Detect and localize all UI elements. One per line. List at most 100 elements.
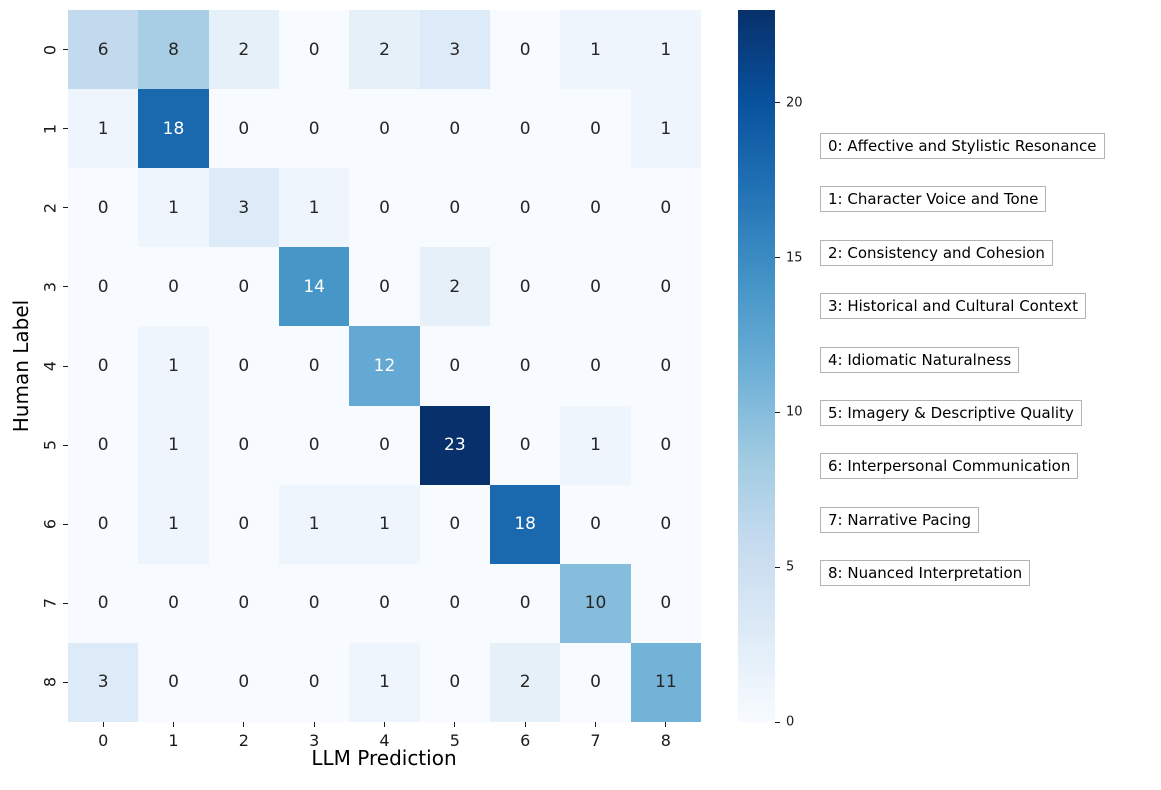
- heatmap-cell-r3c0: 0: [68, 247, 139, 327]
- heatmap-cell-r8c5: 0: [419, 642, 490, 722]
- heatmap-cell-r4c3: 0: [279, 326, 350, 406]
- heatmap-cell-r0c5: 3: [419, 10, 490, 90]
- x-tickmark: [173, 722, 174, 727]
- heatmap-cell-r5c8: 0: [630, 405, 701, 485]
- legend-item-1: 1: Character Voice and Tone: [820, 186, 1047, 213]
- heatmap-cell-r4c8: 0: [630, 326, 701, 406]
- heatmap-cell-r3c2: 0: [208, 247, 279, 327]
- heatmap-cell-r0c4: 2: [349, 10, 420, 90]
- heatmap-cell-r1c4: 0: [349, 89, 420, 169]
- heatmap-cell-r2c6: 0: [490, 168, 561, 248]
- legend-item-4: 4: Idiomatic Naturalness: [820, 346, 1020, 373]
- y-tickmark: [63, 49, 68, 51]
- colorbar-tickmark: [775, 411, 780, 413]
- heatmap-cell-r4c4: 12: [349, 326, 420, 406]
- heatmap-cell-r3c7: 0: [560, 247, 631, 327]
- heatmap-cell-r5c6: 0: [490, 405, 561, 485]
- heatmap-cell-r7c3: 0: [279, 563, 350, 643]
- heatmap-cell-r8c7: 0: [560, 642, 631, 722]
- heatmap-cell-r7c2: 0: [208, 563, 279, 643]
- y-tickmark: [63, 365, 68, 367]
- legend-item-5: 5: Imagery & Descriptive Quality: [820, 400, 1082, 426]
- x-tickmark: [384, 722, 385, 727]
- heatmap-cell-r7c1: 0: [138, 563, 209, 643]
- heatmap-cell-r5c3: 0: [279, 405, 350, 485]
- heatmap-cell-r1c1: 18: [138, 89, 209, 169]
- heatmap-cell-r6c7: 0: [560, 484, 631, 564]
- colorbar-tick-label: 5: [786, 559, 795, 575]
- heatmap-cell-r2c4: 0: [349, 168, 420, 248]
- y-tick-label: 3: [40, 281, 60, 292]
- colorbar-tickmark: [775, 721, 780, 723]
- heatmap-cell-r8c4: 1: [349, 642, 420, 722]
- y-tick-label: 4: [40, 360, 60, 372]
- heatmap-cell-r1c2: 0: [208, 89, 279, 169]
- heatmap-cell-r6c4: 1: [349, 484, 420, 564]
- heatmap-cell-r7c5: 0: [419, 563, 490, 643]
- heatmap-cell-r7c0: 0: [68, 563, 139, 643]
- x-tick-label: 1: [168, 731, 179, 750]
- colorbar-tickmark: [775, 566, 780, 568]
- y-tickmark: [63, 207, 68, 209]
- heatmap-cell-r3c5: 2: [419, 247, 490, 327]
- heatmap-cell-r4c7: 0: [560, 326, 631, 406]
- heatmap-cell-r6c2: 0: [208, 484, 279, 564]
- x-tick-label: 0: [98, 731, 109, 750]
- heatmap-cell-r0c0: 6: [68, 10, 139, 90]
- heatmap-cell-r6c5: 0: [419, 484, 490, 564]
- y-tick-label: 8: [40, 677, 60, 688]
- y-tickmark: [63, 286, 68, 288]
- heatmap-cell-r6c6: 18: [490, 484, 561, 564]
- heatmap-cell-r2c5: 0: [419, 168, 490, 248]
- heatmap-cell-r3c8: 0: [630, 247, 701, 327]
- heatmap-cell-r4c0: 0: [68, 326, 139, 406]
- heatmap-cell-r7c6: 0: [490, 563, 561, 643]
- heatmap-cell-r7c4: 0: [349, 563, 420, 643]
- y-tick-label: 2: [40, 202, 60, 213]
- heatmap-cell-r2c3: 1: [279, 168, 350, 248]
- heatmap-cell-r4c1: 1: [138, 326, 209, 406]
- heatmap-cell-r3c3: 14: [279, 247, 350, 327]
- heatmap-cell-r8c1: 0: [138, 642, 209, 722]
- x-axis-label: LLM Prediction: [311, 746, 457, 770]
- heatmap-cell-r1c3: 0: [279, 89, 350, 169]
- y-tickmark: [63, 602, 68, 604]
- heatmap-cell-r8c2: 0: [208, 642, 279, 722]
- x-tick-label: 4: [379, 731, 390, 750]
- heatmap-cell-r5c2: 0: [208, 405, 279, 485]
- legend-item-2: 2: Consistency and Cohesion: [820, 239, 1053, 266]
- heatmap-cell-r3c1: 0: [138, 247, 209, 327]
- y-tick-label: 7: [40, 598, 60, 609]
- heatmap-cell-r3c4: 0: [349, 247, 420, 327]
- heatmap-cell-r0c3: 0: [279, 10, 350, 90]
- heatmap-cell-r8c8: 11: [630, 642, 701, 722]
- colorbar-gradient: [738, 10, 775, 722]
- heatmap-cell-r5c1: 1: [138, 405, 209, 485]
- colorbar-tick-label: 10: [786, 404, 803, 420]
- heatmap-cell-r0c1: 8: [138, 10, 209, 90]
- legend-item-0: 0: Affective and Stylistic Resonance: [820, 133, 1105, 159]
- heatmap-cell-r4c5: 0: [419, 326, 490, 406]
- legend-item-8: 8: Nuanced Interpretation: [820, 560, 1031, 587]
- colorbar-tick-label: 20: [786, 95, 803, 111]
- heatmap-cell-r0c6: 0: [490, 10, 561, 90]
- heatmap-cell-r4c2: 0: [208, 326, 279, 406]
- x-tickmark: [313, 722, 315, 727]
- y-tickmark: [63, 681, 68, 683]
- legend-item-6: 6: Interpersonal Communication: [820, 453, 1079, 480]
- x-tick-label: 5: [449, 731, 460, 750]
- heatmap-cell-r4c6: 0: [490, 326, 561, 406]
- heatmap-cell-r5c5: 23: [419, 405, 490, 485]
- heatmap-cell-r8c0: 3: [68, 642, 139, 722]
- colorbar-tickmark: [775, 102, 780, 104]
- x-tickmark: [665, 722, 667, 727]
- heatmap-cell-r5c4: 0: [349, 405, 420, 485]
- x-tickmark: [102, 722, 104, 727]
- heatmap-cell-r2c7: 0: [560, 168, 631, 248]
- heatmap-cell-r6c8: 0: [630, 484, 701, 564]
- legend-item-3: 3: Historical and Cultural Context: [820, 293, 1086, 320]
- heatmap-cell-r2c8: 0: [630, 168, 701, 248]
- heatmap-cell-r1c6: 0: [490, 89, 561, 169]
